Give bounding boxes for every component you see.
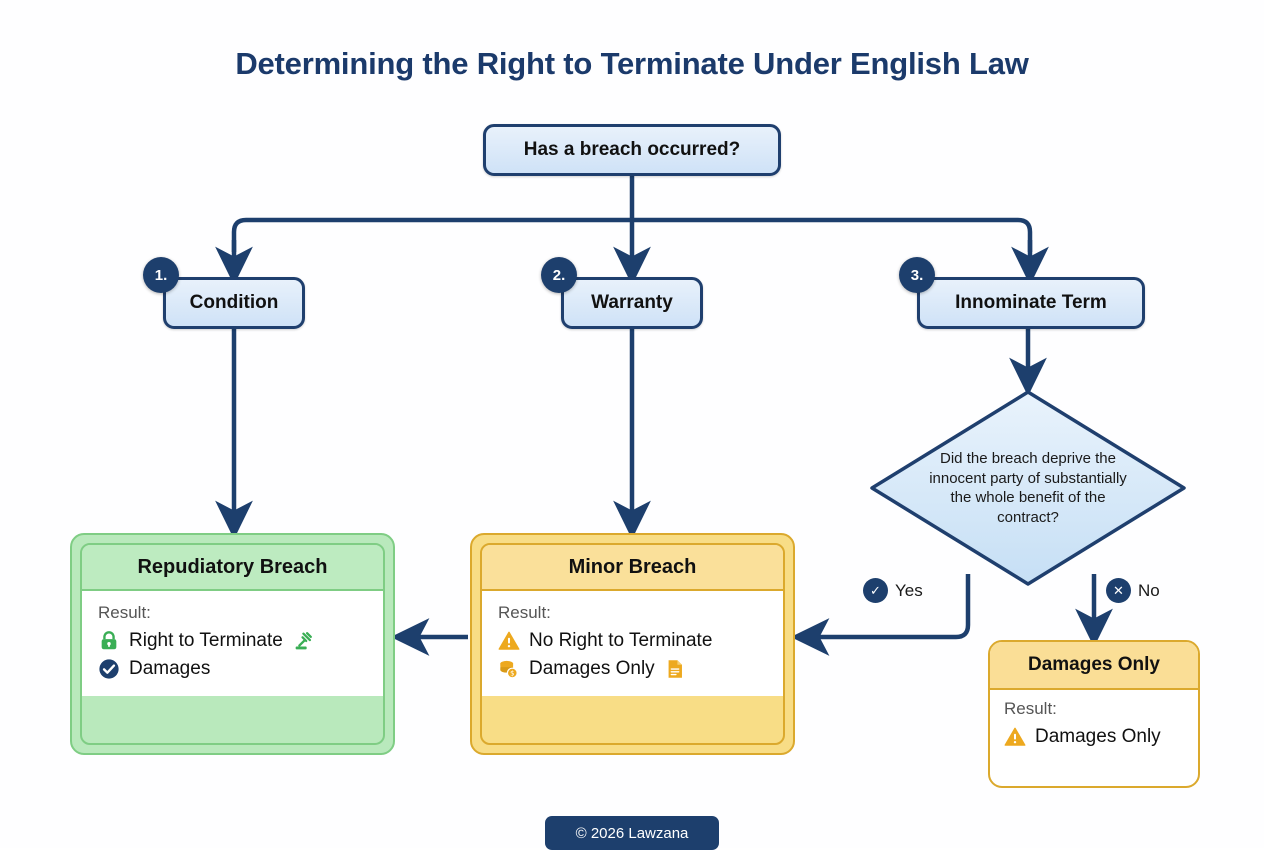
card-inner: Minor Breach Result: No Right to Termina… (480, 543, 785, 745)
card-inner: Repudiatory Breach Result: Right to Term… (80, 543, 385, 745)
card-inner: Damages Only Result: Damages Only (990, 642, 1198, 786)
result-text: Damages Only (1035, 726, 1161, 747)
card-heading: Damages Only (990, 642, 1198, 690)
check-circle-icon: ✓ (863, 578, 888, 603)
result-text: Damages (129, 658, 211, 679)
check-circle-icon (98, 658, 120, 680)
document-icon (664, 658, 686, 680)
card-damages-only[interactable]: Damages Only Result: Damages Only (988, 640, 1200, 788)
branch-badge-1: 1. (143, 257, 179, 293)
result-text: Damages Only (529, 658, 655, 679)
path-label-yes: ✓ Yes (863, 578, 923, 603)
decision-question: Did the breach deprive the innocent part… (929, 450, 1127, 526)
path-label-text: No (1138, 580, 1160, 600)
decision-diamond[interactable]: Did the breach deprive the innocent part… (868, 388, 1188, 588)
result-text: No Right to Terminate (529, 630, 713, 651)
card-body: Result: Right to Terminate (82, 591, 383, 696)
node-condition[interactable]: Condition (163, 277, 305, 329)
result-item: No Right to Terminate (498, 630, 767, 652)
result-item: Right to Terminate (98, 630, 367, 652)
footer-badge: © 2026 Lawzana (545, 816, 719, 850)
path-label-text: Yes (895, 580, 923, 600)
warning-triangle-icon (1004, 726, 1026, 748)
node-label: Warranty (591, 292, 673, 313)
node-warranty[interactable]: Warranty (561, 277, 703, 329)
node-label: Condition (189, 292, 279, 313)
result-label: Result: (498, 603, 551, 622)
card-body: Result: No Right to Terminate (482, 591, 783, 696)
page-title: Determining the Right to Terminate Under… (235, 46, 1029, 81)
result-label: Result: (98, 603, 151, 622)
node-label: Has a breach occurred? (523, 139, 741, 160)
branch-badge-3: 3. (899, 257, 935, 293)
x-circle-icon: ✕ (1106, 578, 1131, 603)
result-label: Result: (1004, 699, 1057, 718)
branch-badge-2: 2. (541, 257, 577, 293)
card-heading: Repudiatory Breach (82, 545, 383, 591)
card-heading: Minor Breach (482, 545, 783, 591)
footer-text: © 2026 Lawzana (575, 824, 689, 842)
result-text: Right to Terminate (129, 630, 283, 651)
result-item: Damages Only (1004, 726, 1184, 748)
svg-text:$: $ (510, 670, 514, 678)
result-item: Damages (98, 658, 367, 680)
diamond-shape (870, 390, 1186, 586)
coins-icon: $ (498, 658, 520, 680)
result-item: $ Damages Only (498, 658, 767, 680)
lock-icon (98, 630, 120, 652)
warning-triangle-icon (498, 630, 520, 652)
gavel-icon (292, 630, 314, 652)
card-repudiatory-breach[interactable]: Repudiatory Breach Result: Right to Term… (70, 533, 395, 755)
node-label: Innominate Term (955, 292, 1107, 313)
node-has-breach-occurred[interactable]: Has a breach occurred? (483, 124, 781, 176)
path-label-no: ✕ No (1106, 578, 1160, 603)
card-body: Result: Damages Only (990, 690, 1198, 763)
node-innominate-term[interactable]: Innominate Term (917, 277, 1145, 329)
card-minor-breach[interactable]: Minor Breach Result: No Right to Termina… (470, 533, 795, 755)
